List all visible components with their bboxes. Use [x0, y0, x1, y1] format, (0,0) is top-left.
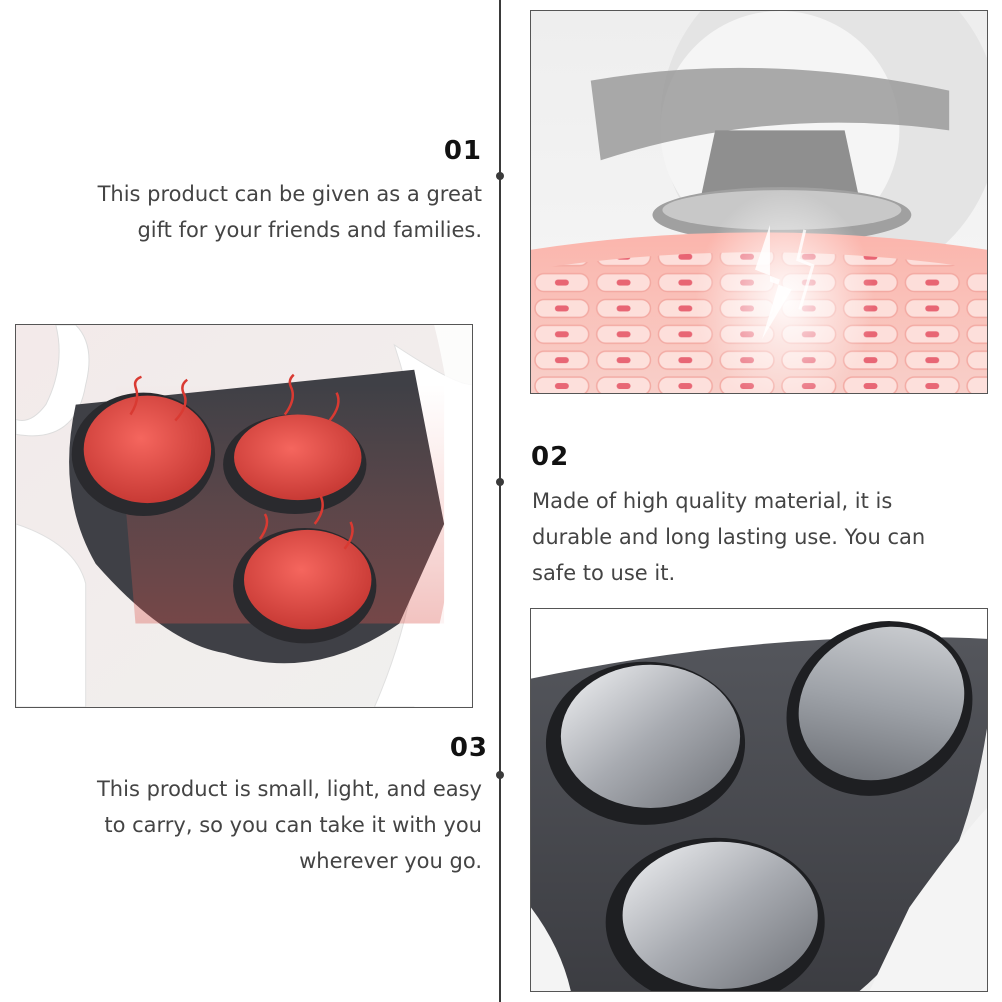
- feature-text-03: This product is small, light, and easy t…: [96, 777, 482, 873]
- timeline-dot-01: [496, 172, 504, 180]
- ems-pulse-on-skin-illustration: [530, 10, 988, 394]
- metal-electrode-heads-photo: [530, 608, 988, 992]
- timeline-dot-02: [496, 478, 504, 486]
- feature-number-02: 02: [531, 442, 570, 472]
- feature-number-03: 03: [449, 733, 488, 763]
- heated-massage-heads-illustration: [15, 324, 473, 708]
- feature-text-01: This product can be given as a great gif…: [97, 182, 482, 242]
- timeline-line: [499, 0, 501, 1002]
- timeline-dot-03: [496, 771, 504, 779]
- feature-text-02: Made of high quality material, it is dur…: [532, 489, 926, 585]
- feature-number-01: 01: [443, 136, 482, 166]
